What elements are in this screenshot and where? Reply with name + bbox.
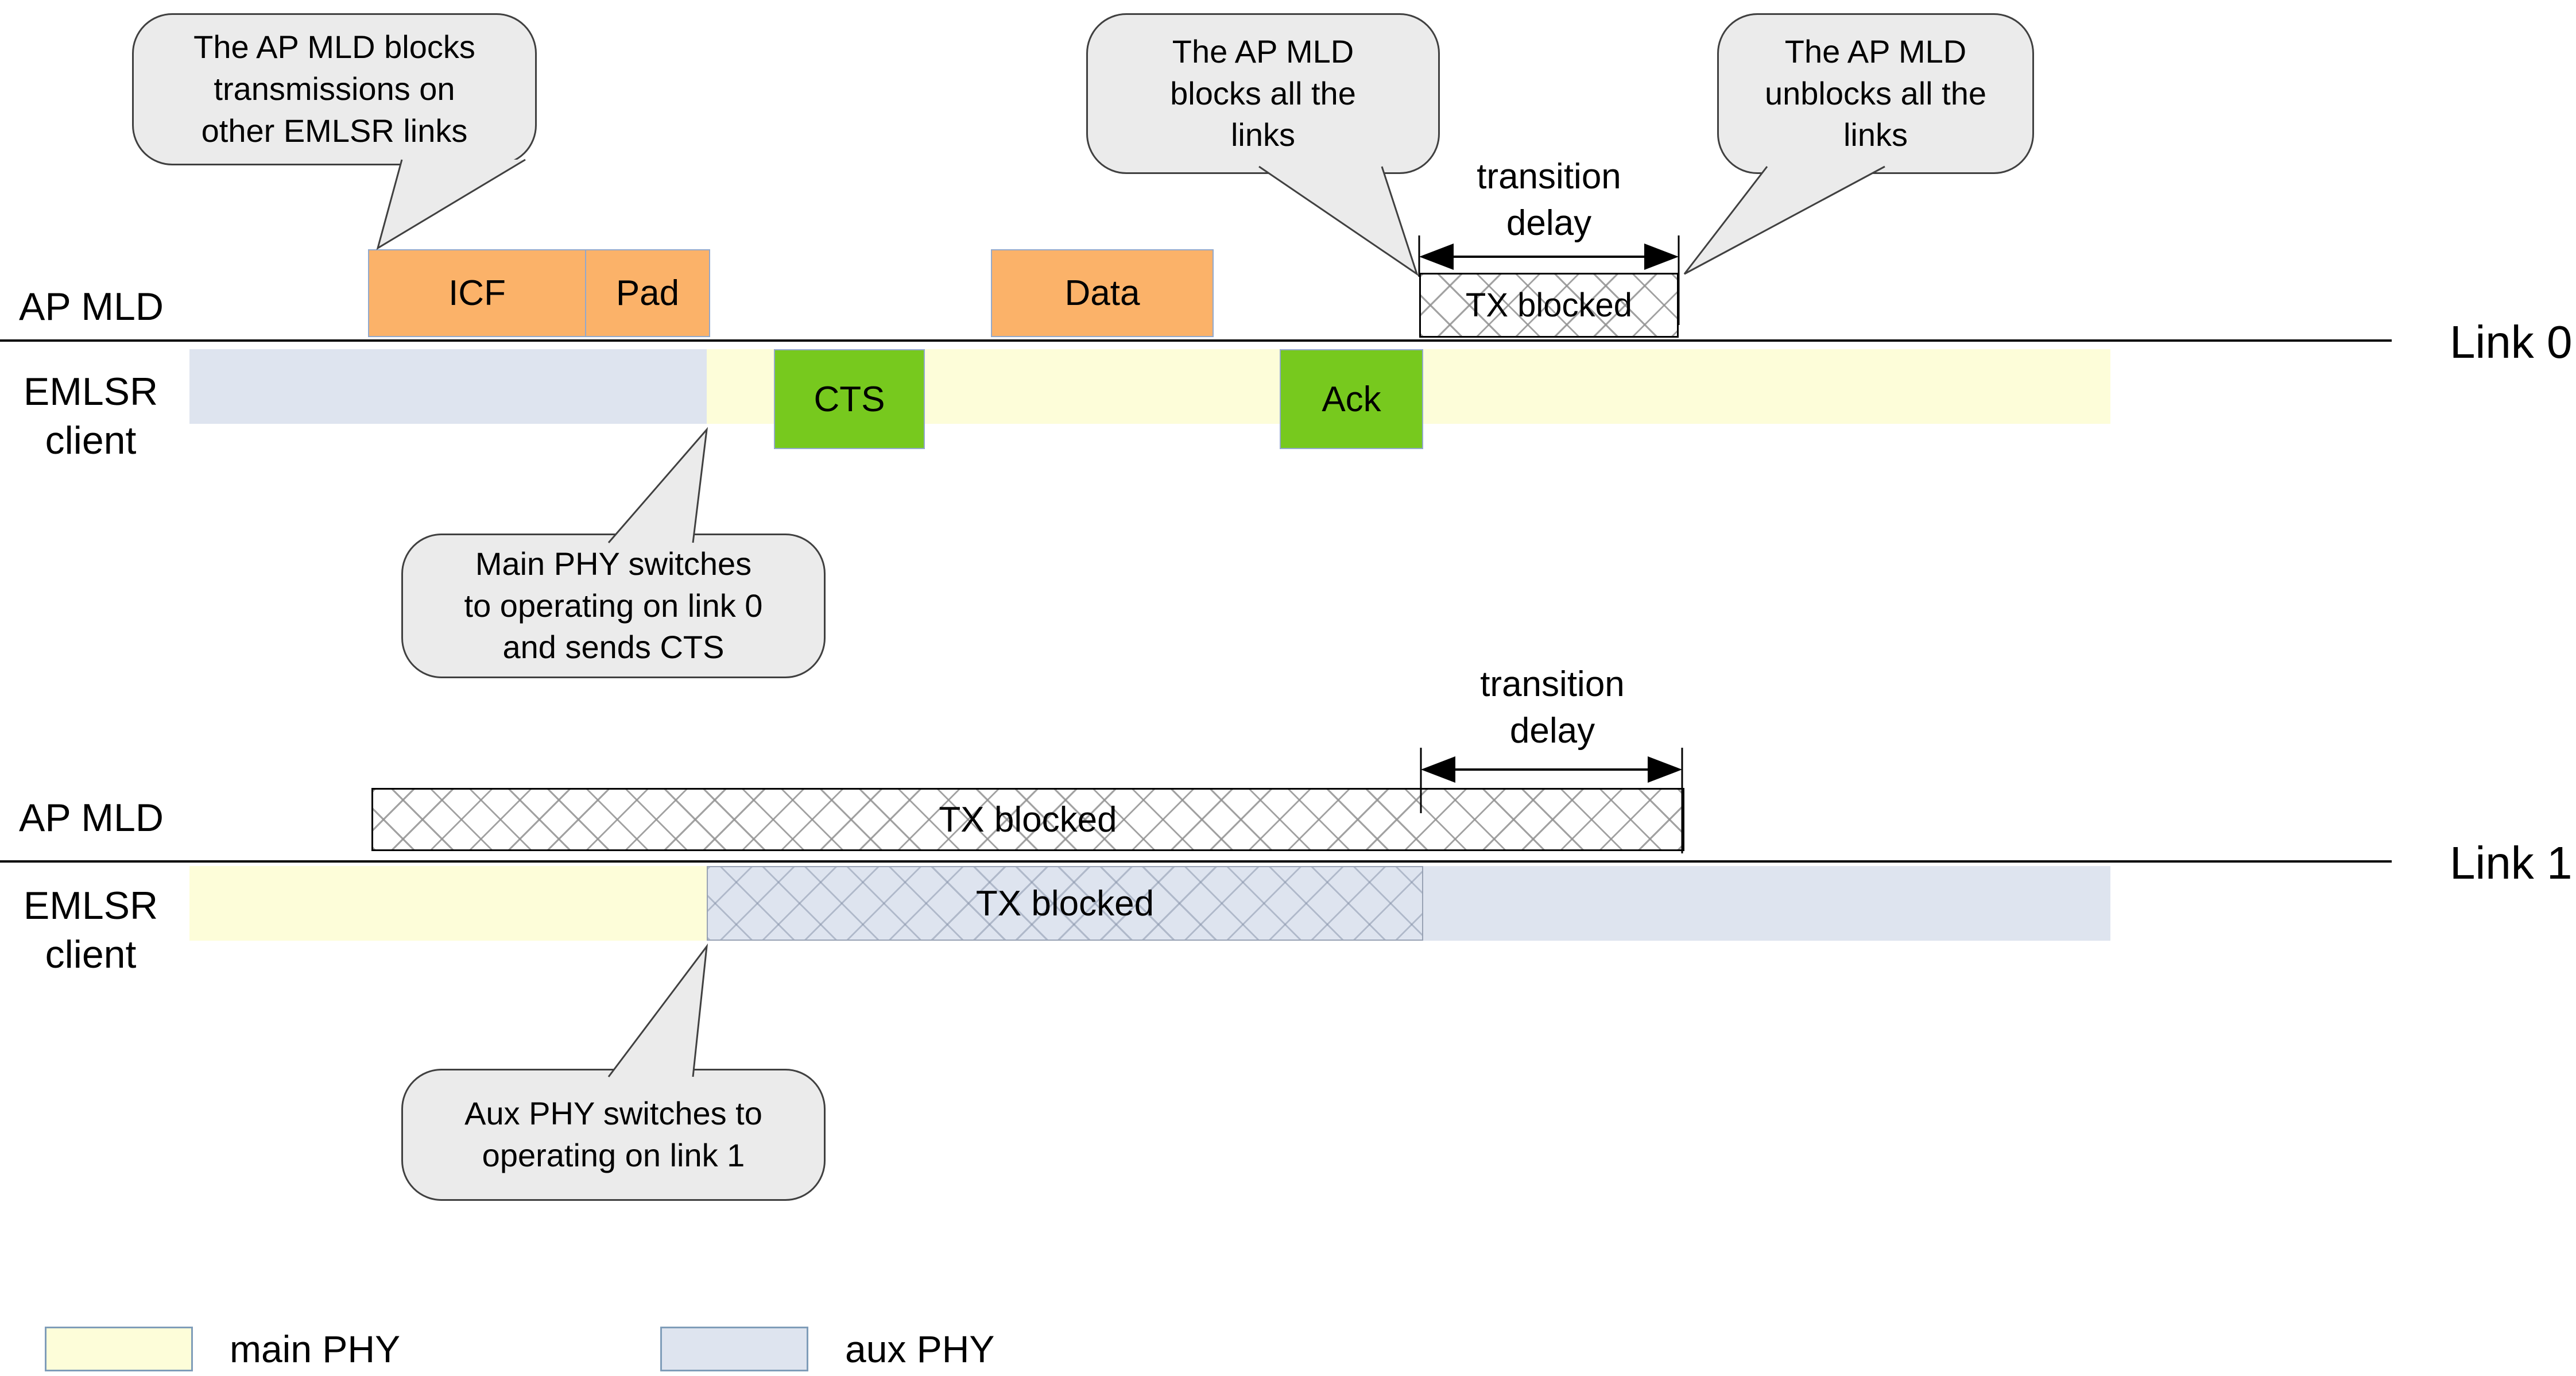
tx-blocked-box-link1: TX blocked — [371, 788, 1684, 851]
transition-delay-label-link1: transition delay — [1480, 664, 1625, 751]
icf-frame: ICF — [368, 249, 586, 337]
bubble-tail-blocks-other-links — [376, 159, 526, 250]
link0-separator-line — [0, 339, 2392, 342]
legend-main-phy-swatch — [45, 1327, 193, 1371]
tx-blocked-box-link0: TX blocked — [1419, 273, 1679, 338]
bubble-unblocks-all-links: The AP MLD unblocks all the links — [1717, 13, 2034, 174]
legend-aux-phy-label: aux PHY — [845, 1328, 995, 1370]
link1-label: Link 1 — [2450, 837, 2573, 888]
link1-separator-line — [0, 860, 2392, 863]
bubble-tail-main-phy-switch — [607, 427, 708, 543]
tx-blocked-label-link0: TX blocked — [1465, 287, 1633, 324]
ap-mld-row-label-link0: AP MLD — [19, 285, 164, 328]
ap-mld-row-label-link1: AP MLD — [19, 796, 164, 840]
emlsr-client-row-label-link0: EMLSR client — [23, 370, 158, 462]
cts-label: CTS — [814, 379, 885, 419]
bubble-blocks-all-links: The AP MLD blocks all the links — [1086, 13, 1440, 174]
pad-label: Pad — [615, 273, 680, 313]
data-frame: Data — [991, 249, 1214, 337]
link0-label: Link 0 — [2450, 316, 2573, 368]
cts-frame: CTS — [774, 349, 925, 449]
data-label: Data — [1064, 273, 1140, 313]
aux-phy-bar-link0 — [189, 349, 707, 424]
bubble-aux-phy-switch: Aux PHY switches to operating on link 1 — [401, 1069, 826, 1201]
emlsr-client-row-label-link1: EMLSR client — [23, 884, 158, 976]
icf-label: ICF — [448, 273, 506, 313]
pad-frame: Pad — [585, 249, 710, 337]
bubble-blocks-other-links: The AP MLD blocks transmissions on other… — [132, 13, 537, 165]
bubble-tail-unblocks-all-links — [1683, 165, 1885, 275]
bubble-main-phy-switch: Main PHY switches to operating on link 0… — [401, 534, 826, 678]
tx-blocked-label-emlsr-link1: TX blocked — [975, 883, 1155, 923]
ack-label: Ack — [1322, 379, 1381, 419]
tx-blocked-segment-emlsr-link1: TX blocked — [707, 866, 1423, 941]
aux-phy-bar-link1 — [1423, 866, 2110, 941]
legend-main-phy-label: main PHY — [230, 1328, 401, 1370]
legend-aux-phy-swatch — [660, 1327, 808, 1371]
tx-blocked-label-link1: TX blocked — [939, 799, 1117, 840]
bubble-tail-aux-phy-switch — [607, 943, 708, 1077]
transition-delay-label-link0: transition delay — [1477, 157, 1621, 243]
main-phy-bar-link1 — [189, 866, 707, 941]
ack-frame: Ack — [1280, 349, 1423, 449]
